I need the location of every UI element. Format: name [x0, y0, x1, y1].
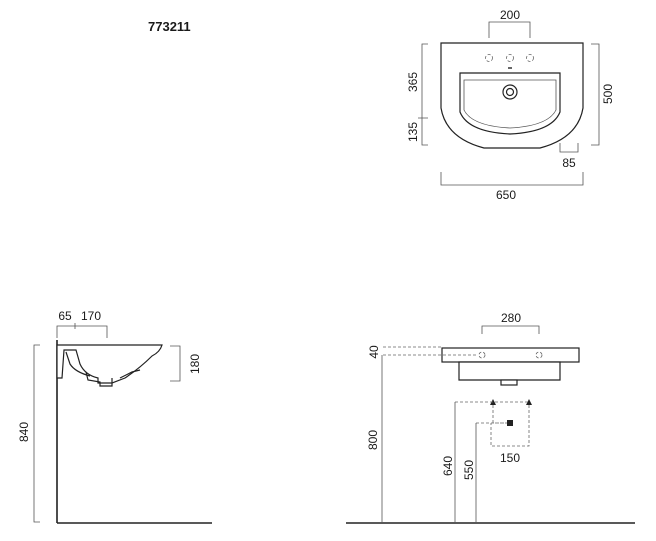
dim-line-rim-thickness [383, 346, 478, 356]
dim-line-depth [418, 43, 428, 146]
bowl-inner-outline [463, 79, 557, 129]
side-view: 65 170 180 840 [17, 309, 212, 524]
dim-line-basin-height [170, 345, 181, 382]
dim-line-fixing-spacing [481, 325, 540, 334]
basin-waste-outlet [500, 379, 518, 386]
dim-line-side-top [56, 323, 108, 338]
overflow-icon [508, 67, 512, 69]
dim-basin-height: 180 [188, 354, 202, 374]
siphon-bend [119, 369, 141, 379]
basin-front-bowl [458, 361, 561, 381]
dim-line-total-depth [591, 43, 600, 146]
dim-depth-front: 135 [406, 122, 420, 142]
dim-supply-height: 640 [441, 456, 455, 476]
dim-total-depth: 500 [601, 84, 615, 104]
dim-line-width [440, 172, 584, 186]
dim-fixing-spacing: 280 [501, 311, 521, 325]
front-view: 280 40 800 640 550 150 [346, 311, 635, 524]
dim-waste-height: 550 [462, 460, 476, 480]
fixing-hole-left-icon [478, 351, 486, 359]
tap-hole-left-icon [485, 54, 493, 62]
basin-top-outline [440, 42, 584, 149]
supply-dashed-lines [455, 401, 530, 447]
fixing-hole-right-icon [535, 351, 543, 359]
model-code: 773211 [148, 19, 191, 34]
dim-edge-offset: 85 [562, 156, 576, 170]
dim-depth-back: 365 [406, 72, 420, 92]
dim-basin-depth: 170 [81, 309, 101, 323]
dim-tap-spacing: 200 [500, 8, 520, 22]
basin-front-rim [441, 347, 580, 363]
drain-icon [502, 84, 518, 100]
siphon-trap [85, 371, 113, 387]
waste-point-icon [507, 420, 513, 426]
dim-line-rim-height [33, 344, 40, 523]
top-view: 200 365 135 500 85 650 [406, 8, 615, 202]
bowl-outline [459, 72, 561, 135]
dim-width: 650 [496, 188, 516, 202]
dim-supply-spacing: 150 [500, 451, 520, 465]
dim-fixing-height: 800 [366, 430, 380, 450]
dim-line-tap-spacing [488, 21, 531, 38]
dim-rim-thickness: 40 [367, 345, 381, 359]
dim-wall-gap: 65 [58, 309, 72, 323]
tap-hole-right-icon [526, 54, 534, 62]
dim-rim-height: 840 [17, 422, 31, 442]
dim-line-edge-offset [559, 143, 579, 153]
basin-side-profile [56, 344, 163, 384]
drain-inner-icon [505, 87, 515, 97]
tap-hole-center-icon [506, 54, 514, 62]
cold-supply-icon [526, 399, 532, 405]
